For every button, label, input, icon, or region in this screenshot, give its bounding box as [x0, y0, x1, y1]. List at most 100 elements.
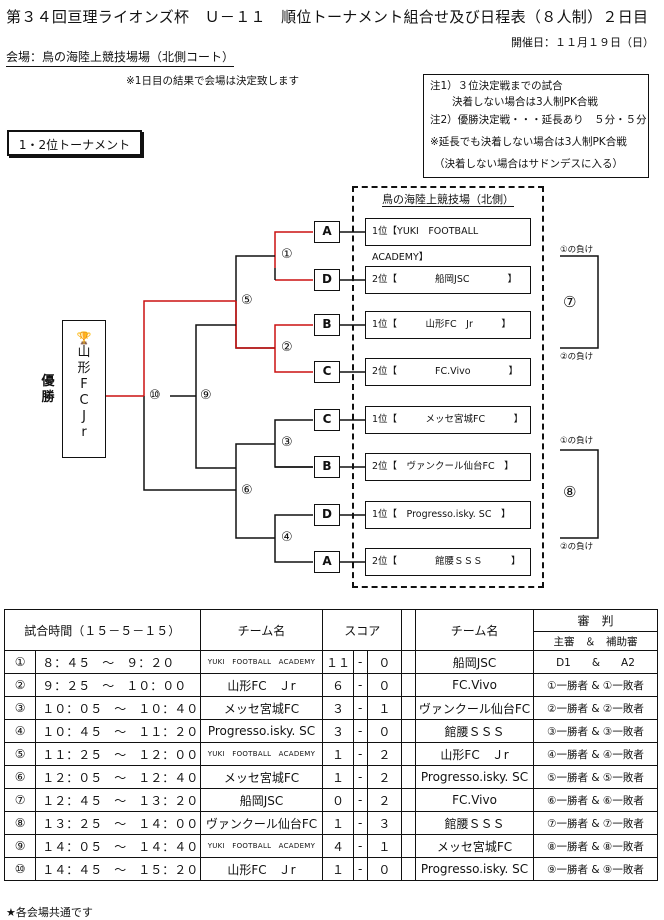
match-number: ⑨: [3, 834, 37, 858]
bracket-line-final-bottom: [143, 396, 236, 491]
away-score: ０: [366, 719, 403, 743]
match-number: ⑤: [3, 742, 37, 766]
score-dash: -: [352, 788, 368, 812]
round-label-6: ⑥: [240, 483, 254, 498]
blank-cell: [400, 719, 417, 743]
match-number: ⑦: [3, 788, 37, 812]
match-number: ⑩: [3, 857, 37, 881]
header-time: 試合時間（１５－５－１５）: [4, 609, 201, 651]
bracket-line-match9: [195, 324, 236, 469]
round-label-5: ⑤: [240, 293, 254, 308]
bracket-line-match6: [235, 443, 275, 539]
loser-label: ①の負け: [560, 436, 594, 446]
home-score: １: [322, 765, 354, 789]
page-title: 第３４回亘理ライオンズ杯 Ｕ－１１ 順位トーナメント組合せ及び日程表（８人制）２…: [6, 8, 649, 26]
team-box: A: [314, 221, 340, 243]
away-score: ０: [366, 673, 403, 697]
header-main-ref: 主審 ＆ 補助審: [532, 631, 659, 651]
bracket-slot: 1位【 Progresso.isky. SC 】: [365, 501, 531, 529]
team-box: D: [314, 269, 340, 291]
team-box: C: [314, 361, 340, 383]
away-team: ヴァンクール仙台FC: [415, 696, 534, 720]
home-team: 山形FC Ｊr: [199, 857, 324, 881]
champion-char: C: [79, 393, 89, 408]
away-score: ２: [366, 765, 403, 789]
away-team: 館腰ＳＳＳ: [415, 719, 534, 743]
winner-char: 優: [41, 374, 55, 389]
loser-label: ②の負け: [560, 542, 594, 552]
match-number: ⑥: [3, 765, 37, 789]
team-box: B: [314, 314, 340, 336]
blank-cell: [400, 834, 417, 858]
match-time: １１：２５ ～ １２：００: [35, 742, 201, 766]
round-label-8: ⑧: [562, 483, 578, 501]
bracket-slot: 2位【 ヴァンクール仙台FC 】: [365, 453, 531, 481]
match-time: １３：２５ ～ １４：００: [35, 811, 201, 835]
home-team: ヴァンクール仙台FC: [199, 811, 324, 835]
away-team: 山形FC Ｊr: [415, 742, 534, 766]
referee: ①一勝者 & ①一敗者: [532, 673, 659, 697]
note-2: 注2）優勝決定戦・・・延長あり ５分・５分: [430, 114, 647, 126]
match-number: ②: [3, 673, 37, 697]
away-team: メッセ宮城FC: [415, 834, 534, 858]
match-time: １４：０５ ～ １４：４０: [35, 834, 201, 858]
referee: ⑧一勝者 & ⑧一敗者: [532, 834, 659, 858]
away-score: ０: [366, 650, 403, 674]
match-number: ①: [3, 650, 37, 674]
team-box: C: [314, 409, 340, 431]
home-team: Progresso.isky. SC: [199, 719, 324, 743]
round-label-4: ④: [280, 530, 294, 545]
event-date: 開催日：１１月１９日（日）: [511, 36, 654, 49]
bracket-slot: 1位【 山形FC Jr 】: [365, 311, 531, 339]
away-team: 船岡JSC: [415, 650, 534, 674]
referee: ②一勝者 & ②一敗者: [532, 696, 659, 720]
away-score: ２: [366, 742, 403, 766]
bracket-slot: 2位【 FC.Vivo 】: [365, 358, 531, 386]
home-score: ４: [322, 834, 354, 858]
loser-label: ①の負け: [560, 245, 594, 255]
referee: D1 & A2: [532, 650, 659, 674]
bracket-line-match4: [274, 514, 313, 563]
home-score: １: [322, 811, 354, 835]
note-1: 注1）３位決定戦までの試合: [430, 80, 563, 92]
away-team: 館腰ＳＳＳ: [415, 811, 534, 835]
venue-heading: 鳥の海陸上競技場（北側）: [354, 191, 542, 207]
note-1-detail: 決着しない場合は3人制PK合戦: [452, 96, 598, 108]
bracket-slot: 1位【YUKI FOOTBALL ACADEMY】: [365, 218, 531, 263]
bracket-line-match8: [560, 449, 599, 539]
home-team: YUKI FOOTBALL ACADEMY: [199, 834, 324, 858]
round-label-2: ②: [280, 340, 294, 355]
rules-notes-box: 注1）３位決定戦までの試合 決着しない場合は3人制PK合戦 注2）優勝決定戦・・…: [423, 74, 649, 178]
venue-notice: ※1日目の結果で会場は決定致します: [126, 75, 299, 87]
header-team2: チーム名: [415, 609, 534, 651]
bracket-slot: 2位【 館腰ＳＳＳ 】: [365, 548, 531, 576]
away-team: Progresso.isky. SC: [415, 765, 534, 789]
score-dash: -: [352, 696, 368, 720]
home-score: １: [322, 742, 354, 766]
trophy-icon: 🏆: [76, 331, 92, 345]
away-score: ２: [366, 788, 403, 812]
champion-char: r: [81, 425, 87, 440]
winner-char: 勝: [41, 390, 55, 405]
home-score: ３: [322, 719, 354, 743]
score-dash: -: [352, 765, 368, 789]
referee: ⑨一勝者 & ⑨一敗者: [532, 857, 659, 881]
away-team: FC.Vivo: [415, 788, 534, 812]
home-score: １: [322, 857, 354, 881]
home-score: １１: [322, 650, 354, 674]
note-4: （決着しない場合はサドンデスに入る）: [434, 158, 623, 170]
venue-frame: [352, 186, 544, 588]
blank-cell: [400, 857, 417, 881]
champion-char: 山: [77, 345, 91, 360]
note-3: ※延長でも決着しない場合は3人制PK合戦: [430, 136, 627, 148]
tournament-label: 1・2位トーナメント: [7, 130, 142, 156]
home-team: YUKI FOOTBALL ACADEMY: [199, 650, 324, 674]
round-label-3: ③: [280, 435, 294, 450]
team-box: A: [314, 551, 340, 573]
